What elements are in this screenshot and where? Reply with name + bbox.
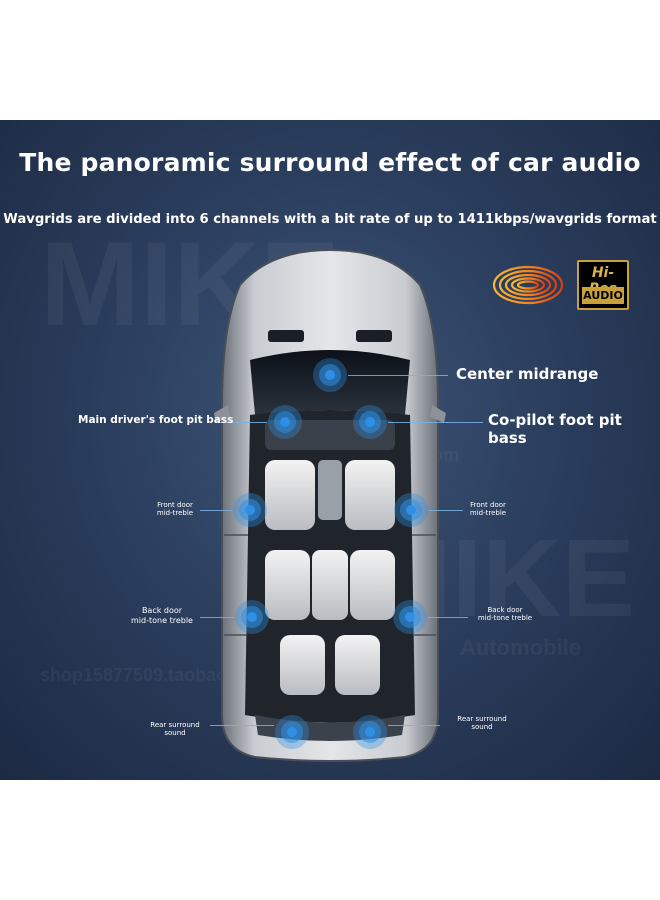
promo-panel: MIKE Automobile shop15877509.taobao.com … xyxy=(0,120,660,780)
leader-back-right xyxy=(428,617,468,618)
label-front-door-left-line2: mid-treble xyxy=(156,509,194,517)
label-rear-surround-right-line2: sound xyxy=(471,723,493,731)
label-back-door-left-line1: Back door xyxy=(141,606,183,615)
page-title: The panoramic surround effect of car aud… xyxy=(19,148,641,177)
leader-front-left xyxy=(200,510,232,511)
speaker-back-door-left-icon xyxy=(235,600,269,634)
label-front-door-right-line1: Front door xyxy=(470,501,506,509)
speaker-rear-right-icon xyxy=(353,715,387,749)
label-front-door-right-line2: mid-treble xyxy=(469,509,507,517)
label-main-driver-bass: Main driver's foot pit bass xyxy=(78,414,234,426)
label-rear-surround-right-line1: Rear surround xyxy=(457,715,507,723)
label-center-midrange: Center midrange xyxy=(456,365,599,383)
leader-center xyxy=(348,375,448,376)
speaker-front-door-right-icon xyxy=(394,493,428,527)
leader-front-right xyxy=(429,510,463,511)
label-front-door-left-line1: Front door xyxy=(157,501,193,509)
label-back-door-left: Back door mid-tone treble xyxy=(124,606,200,626)
speaker-center-icon xyxy=(313,358,347,392)
label-front-door-right: Front door mid-treble xyxy=(462,501,514,517)
label-back-door-left-line2: mid-tone treble xyxy=(131,616,193,625)
watermark-url-lower: shop15877509.taobao.com xyxy=(40,665,270,685)
label-rear-surround-right: Rear surround sound xyxy=(446,715,518,731)
label-front-door-left: Front door mid-treble xyxy=(150,501,200,517)
label-back-door-right-line2: mid-tone treble xyxy=(477,614,533,622)
label-back-door-right-line1: Back door xyxy=(487,606,523,614)
watermark-line-lower: Automobile xyxy=(460,635,581,660)
leader-copilot xyxy=(388,422,483,423)
leader-rear-left xyxy=(210,725,274,726)
hires-audio-badge: Hi-Res AUDIO xyxy=(577,260,629,310)
label-rear-surround-left: Rear surround sound xyxy=(150,721,200,737)
hires-badge-bottom: AUDIO xyxy=(582,287,624,304)
leader-driver xyxy=(215,422,267,423)
wavgrids-logo-icon xyxy=(492,265,564,305)
speaker-driver-bass-icon xyxy=(268,405,302,439)
leader-rear-right xyxy=(388,725,440,726)
speaker-front-door-left-icon xyxy=(233,493,267,527)
page-subtitle: Wavgrids are divided into 6 channels wit… xyxy=(3,212,657,227)
label-copilot-bass: Co-pilot foot pit bass xyxy=(488,411,622,447)
speaker-copilot-bass-icon xyxy=(353,405,387,439)
leader-back-left xyxy=(200,617,234,618)
speaker-back-door-right-icon xyxy=(393,600,427,634)
label-back-door-right: Back door mid-tone treble xyxy=(470,606,540,622)
speaker-rear-left-icon xyxy=(275,715,309,749)
